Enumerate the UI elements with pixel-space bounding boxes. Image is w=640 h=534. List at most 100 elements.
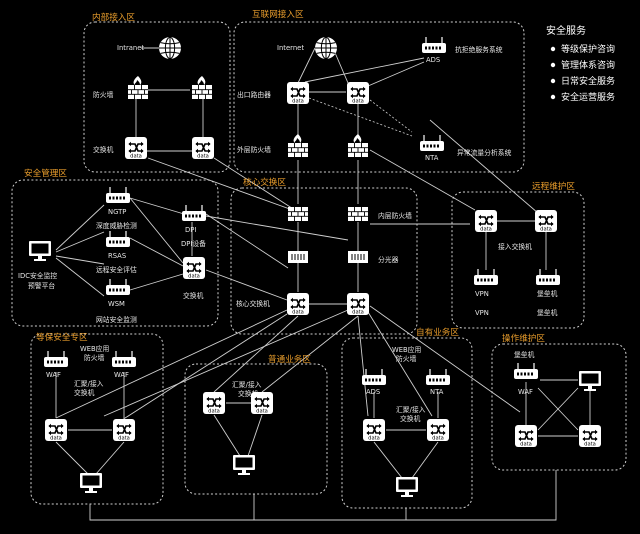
zone-title-security-mgmt: 安全管理区 [24, 167, 67, 179]
waf-label: WAF [46, 371, 61, 379]
switch-icon[interactable] [514, 424, 538, 449]
monitor-icon[interactable] [233, 455, 255, 475]
zone-title-general-business: 普通业务区 [268, 353, 311, 365]
zone-internet-access [233, 21, 525, 173]
splitter-label: 分光器 [378, 255, 399, 264]
ads-label: ADS [366, 388, 380, 396]
remote-eval-label: 远程安全评估 [96, 265, 137, 274]
service-item: 安全运营服务 [561, 91, 615, 103]
switch-icon[interactable] [426, 418, 450, 443]
dpi-label: DPI [185, 226, 196, 234]
splitter-icon[interactable] [347, 250, 369, 264]
nta-appliance-icon[interactable] [425, 368, 451, 386]
vpn-label: VPN [475, 309, 489, 317]
core-switch-icon[interactable] [346, 292, 370, 317]
zone-core-switch [230, 187, 418, 335]
rsas-appliance-icon[interactable] [105, 230, 131, 248]
web-fw-label-line2: 防火墙 [84, 353, 105, 362]
splitter-icon[interactable] [287, 250, 309, 264]
service-item: 日常安全服务 [561, 75, 615, 87]
monitor-icon[interactable] [579, 371, 601, 391]
wsm-label: WSM [108, 300, 125, 308]
web-fw-label-line2: 防火墙 [396, 354, 417, 363]
monitor-icon[interactable] [29, 241, 51, 261]
switch-icon[interactable] [578, 424, 602, 449]
switch-icon[interactable] [124, 136, 148, 161]
ngtp-appliance-icon[interactable] [105, 186, 131, 204]
zone-own-business [341, 337, 473, 509]
agg-switch-label-line1: 汇聚/接入 [396, 405, 426, 414]
bastion-appliance-icon[interactable] [513, 362, 539, 380]
outer-firewall-icon[interactable] [348, 134, 368, 157]
firewall-icon[interactable] [128, 76, 148, 99]
waf-appliance-icon[interactable] [111, 350, 137, 368]
access-switch-icon[interactable] [534, 209, 558, 234]
switch-label: 交换机 [93, 145, 114, 154]
switch-icon[interactable] [362, 418, 386, 443]
agg-switch-label-line2: 交换机 [400, 414, 421, 423]
zone-title-ops-maint: 操作维护区 [502, 332, 545, 344]
switch-icon[interactable] [44, 418, 68, 443]
dpi-appliance-icon[interactable] [181, 204, 207, 222]
inner-firewall-icon[interactable] [347, 206, 369, 222]
monitor-icon[interactable] [396, 477, 418, 497]
internet-globe-icon[interactable] [314, 36, 338, 60]
zone-general-business [184, 363, 328, 495]
site-monitor-label: 网站安全监测 [96, 315, 137, 324]
zone-security-mgmt [11, 179, 219, 327]
firewall-label: 防火墙 [93, 90, 114, 99]
monitor-icon[interactable] [80, 473, 102, 493]
zone-title-internet-access: 互联网接入区 [252, 8, 304, 20]
core-switch-icon[interactable] [286, 292, 310, 317]
inner-firewall-icon[interactable] [287, 206, 309, 222]
bastion-label: 堡垒机 [537, 289, 558, 298]
zone-title-own-business: 自有业务区 [416, 326, 459, 338]
access-switch-label: 接入交换机 [498, 242, 532, 251]
ads-appliance-icon[interactable] [421, 36, 447, 54]
mgmt-switch-label: 交换机 [183, 291, 204, 300]
intranet-globe-icon[interactable] [158, 36, 182, 60]
switch-icon[interactable] [202, 391, 226, 416]
bastion-label: 堡垒机 [514, 350, 535, 359]
switch-icon[interactable] [191, 136, 215, 161]
internet-label: Internet [277, 44, 304, 52]
switch-icon[interactable] [250, 391, 274, 416]
nta-appliance-icon[interactable] [419, 134, 445, 152]
switch-icon[interactable] [112, 418, 136, 443]
agg-switch-label-line1: 汇聚/接入 [232, 380, 262, 389]
links [55, 47, 591, 521]
anomaly-label: 异常流量分析系统 [457, 148, 512, 157]
agg-switch-label-line2: 交换机 [238, 389, 259, 398]
firewall-icon[interactable] [192, 76, 212, 99]
access-switch-icon[interactable] [474, 209, 498, 234]
edge-router-icon[interactable] [346, 81, 370, 106]
agg-switch-label-line2: 交换机 [74, 388, 95, 397]
web-fw-label-line1: WEB应用 [80, 344, 109, 353]
ads-label: ADS [426, 56, 440, 64]
zone-internal-access [83, 21, 231, 173]
zone-title-remote-maint: 远程维护区 [532, 180, 575, 192]
waf-label: WAF [518, 388, 533, 396]
bastion-appliance-icon[interactable] [535, 268, 561, 286]
outer-firewall-label: 外层防火墙 [237, 145, 271, 154]
deep-threat-label: 深度威胁检测 [96, 221, 137, 230]
service-item: 等级保护咨询 [561, 43, 615, 55]
ngtp-label: NGTP [108, 208, 126, 216]
waf-appliance-icon[interactable] [43, 350, 69, 368]
ads-appliance-icon[interactable] [361, 368, 387, 386]
nta-label: NTA [430, 388, 444, 396]
outer-firewall-icon[interactable] [288, 134, 308, 157]
edge-router-icon[interactable] [286, 81, 310, 106]
mgmt-switch-icon[interactable] [182, 256, 206, 281]
zone-title-core-switch: 核心交换区 [243, 176, 286, 188]
intranet-label: Intranet [117, 44, 144, 52]
idc-label-line1: IDC安全监控 [18, 271, 57, 280]
idc-label-line2: 预警平台 [28, 281, 55, 290]
service-item: 管理体系咨询 [561, 59, 615, 71]
wsm-appliance-icon[interactable] [105, 278, 131, 296]
bastion-label: 堡垒机 [537, 308, 558, 317]
waf-label: WAF [114, 371, 129, 379]
vpn-appliance-icon[interactable] [473, 268, 499, 286]
services-list: 等级保护咨询 管理体系咨询 日常安全服务 安全运营服务 [550, 43, 615, 103]
